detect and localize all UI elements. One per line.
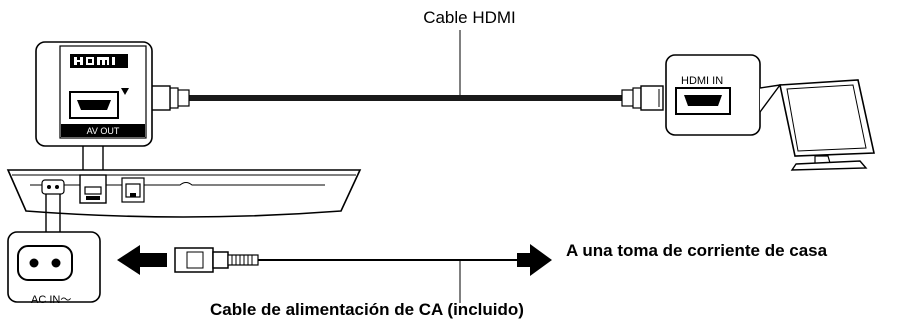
hdmi-cable-label: Cable HDMI	[423, 8, 516, 27]
hdmi-in-label: HDMI IN	[681, 75, 724, 87]
av-out-label: AV OUT	[86, 126, 120, 136]
ac-inlet-icon	[41, 179, 65, 195]
ac-inlet-icon	[17, 245, 73, 281]
lan-port-icon	[121, 177, 145, 203]
power-cable-label: Cable de alimentación de CA (incluido)	[210, 300, 524, 319]
television-icon	[779, 79, 875, 171]
hdmi-cable	[147, 30, 664, 111]
power-cable	[258, 259, 520, 303]
hdmi-in-callout	[665, 54, 782, 136]
hdmi-logo-icon	[70, 54, 128, 68]
hdmi-port-icon	[69, 91, 119, 119]
ac-in-label: AC IN～	[31, 294, 72, 306]
outlet-label: A una toma de corriente de casa	[566, 241, 828, 260]
hdmi-port-icon	[675, 87, 731, 115]
blu-ray-player	[6, 169, 362, 218]
arrow-right-icon	[517, 244, 552, 276]
power-plug-icon	[174, 247, 259, 273]
ac-in-callout	[7, 194, 101, 303]
av-out-callout	[35, 41, 153, 170]
arrow-left-icon	[117, 245, 167, 275]
hdmi-port-icon	[84, 186, 102, 200]
